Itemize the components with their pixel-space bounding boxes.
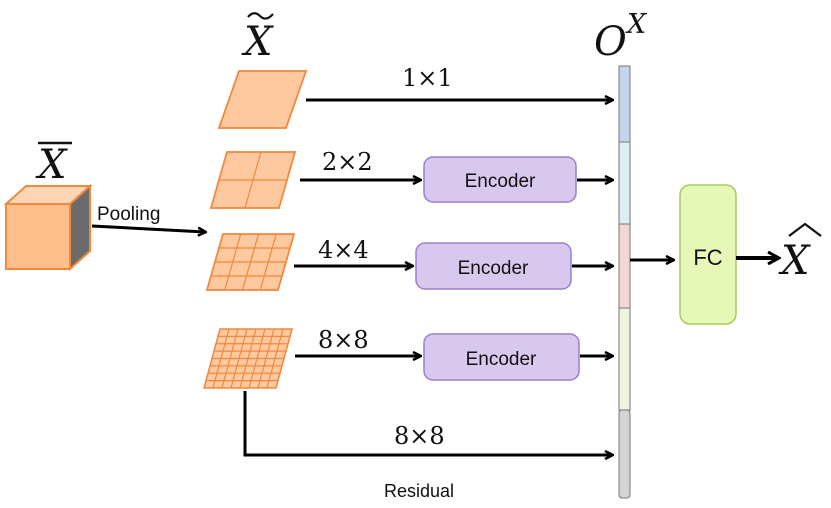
grid-8x8-col-line [248, 328, 266, 389]
encoder-box-3-label: Encoder [466, 349, 537, 370]
pooling-arrow [91, 224, 205, 232]
grid-8x8 [203, 328, 293, 389]
residual-caption: Residual [384, 481, 454, 501]
grid-4x4-col-line [259, 233, 277, 291]
x-hat-symbol: X [778, 222, 822, 284]
x-bar-symbol: X [35, 141, 72, 188]
fc-box: FC [679, 184, 737, 325]
concat-vector [618, 65, 631, 499]
fc-box-rect [679, 184, 737, 325]
residual-8x8-label: 8×8 [394, 422, 445, 450]
grid-8x8-col-line [257, 328, 275, 389]
o-x-symbol: O X [594, 9, 648, 65]
x-tilde-symbol: X [241, 12, 274, 65]
grid-1x1-outline [217, 70, 308, 129]
bar-segment-2x2 [618, 141, 631, 225]
x-tilde-text: X [241, 19, 274, 65]
encoder-box-1-rect [423, 156, 577, 203]
tilde [247, 12, 274, 20]
x-bar-text: X [35, 142, 68, 188]
pooled-grids [203, 70, 308, 389]
hat [788, 222, 822, 237]
residual-arrow [243, 391, 612, 455]
branch-4x4-label: 4×4 [318, 236, 369, 264]
fc-label: FC [693, 245, 722, 270]
grid-2x2 [209, 151, 297, 209]
grid-1x1 [217, 70, 308, 129]
grid-8x8-col-line [266, 328, 284, 389]
pooling-label: Pooling [97, 204, 160, 225]
encoder-box-1: Encoder [423, 156, 577, 203]
encoder-box-2-rect [415, 242, 572, 290]
o-x-superscript: X [625, 9, 648, 40]
branch-2x2-label: 2×2 [322, 148, 373, 176]
bar-segment-8x8 [618, 307, 631, 411]
encoder-box-3: Encoder [423, 333, 580, 381]
encoder-box-1-label: Encoder [465, 171, 536, 192]
cube-front [5, 203, 71, 270]
bar-segment-1x1 [618, 65, 631, 143]
branch-8x8-label: 8×8 [318, 326, 369, 354]
x-hat-text: X [778, 238, 811, 284]
bar-segment-residual [618, 409, 631, 499]
o-x-base: O [594, 19, 627, 65]
bar-segment-4x4 [618, 223, 631, 309]
grid-4x4 [205, 233, 296, 291]
cube-side [69, 183, 91, 272]
input-cube [3, 183, 93, 272]
encoder-box-2-label: Encoder [458, 258, 529, 279]
encoder-box-3-rect [423, 333, 580, 381]
encoder-box-2: Encoder [415, 242, 572, 290]
branch-1x1-label: 1×1 [402, 64, 453, 92]
